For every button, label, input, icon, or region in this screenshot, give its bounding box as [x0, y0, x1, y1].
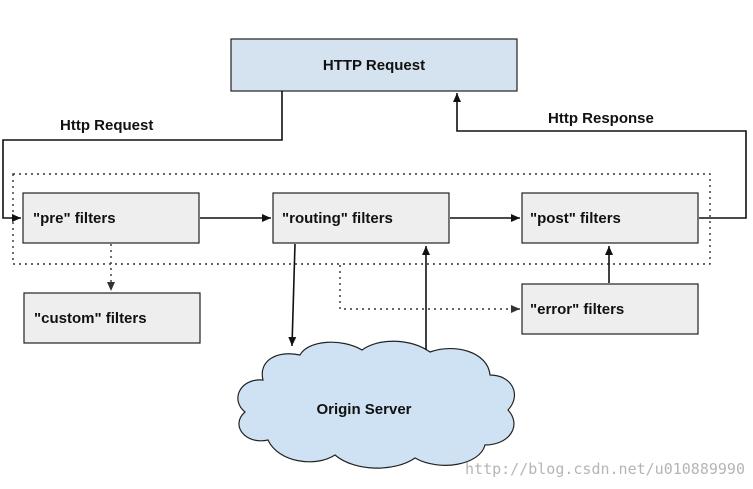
http-response-edge-label: Http Response — [548, 110, 654, 127]
error-filters-label: "error" filters — [530, 301, 624, 318]
origin-server-cloud: Origin Server — [237, 340, 516, 469]
chain-to-error-dotted-arrow — [339, 265, 520, 313]
http-request-box-label: HTTP Request — [323, 57, 425, 74]
response-flow-arrow — [453, 93, 747, 219]
filter-chain-boundary — [12, 173, 711, 265]
watermark-text: http://blog.csdn.net/u010889990 — [465, 460, 745, 478]
request-flow-arrow — [2, 91, 283, 222]
error-filters-box: "error" filters — [521, 283, 699, 335]
post-filters-label: "post" filters — [530, 210, 621, 227]
routing-to-origin-arrow — [288, 243, 297, 347]
routing-filters-label: "routing" filters — [282, 210, 393, 227]
post-filters-box: "post" filters — [521, 192, 699, 244]
http-request-box: HTTP Request — [230, 38, 518, 92]
http-request-edge-label: Http Request — [60, 117, 153, 134]
custom-filters-label: "custom" filters — [34, 310, 147, 327]
origin-server-label: Origin Server — [316, 401, 411, 418]
routing-filters-box: "routing" filters — [272, 192, 450, 244]
custom-filters-box: "custom" filters — [23, 292, 201, 344]
pre-filters-box: "pre" filters — [22, 192, 200, 244]
pre-filters-label: "pre" filters — [33, 210, 116, 227]
